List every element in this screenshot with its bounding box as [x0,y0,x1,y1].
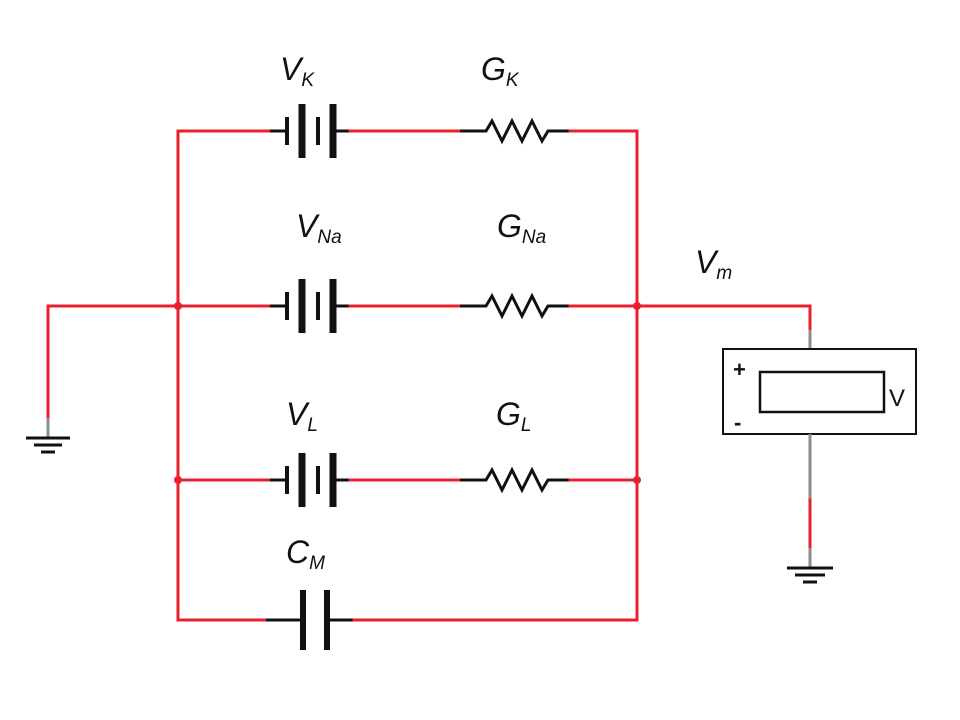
junction-node [174,476,182,484]
label-cm: CM [286,534,325,574]
left-ground [26,304,180,454]
label-gk: GK [481,51,520,91]
voltmeter-unit: V [889,385,905,412]
label-vk: VK [280,51,315,91]
resistor-l-icon [460,466,570,494]
resistor-na-icon [460,292,570,320]
battery-na-icon [285,279,337,333]
battery-k-icon [285,104,337,158]
branch-capacitor [176,590,639,650]
label-vm: Vm [695,244,732,284]
branch-potassium [176,104,639,158]
label-gl: GL [496,396,531,436]
ground-wire-left [46,304,180,420]
junction-node [174,302,182,310]
voltmeter: + - V [722,348,917,435]
label-gna: GNa [497,208,546,248]
label-vna: VNa [296,208,342,248]
resistor-k-icon [460,117,570,145]
branch-leak [176,453,639,507]
voltmeter-display [758,370,886,414]
right-ground [787,566,833,584]
battery-l-icon [285,453,337,507]
voltmeter-plus: + [733,357,746,382]
junction-node [633,476,641,484]
capacitor-icon [300,590,330,650]
voltmeter-minus: - [734,410,741,435]
label-vl: VL [286,396,318,436]
branch-sodium [176,279,639,333]
wire-to-voltmeter [635,304,812,332]
